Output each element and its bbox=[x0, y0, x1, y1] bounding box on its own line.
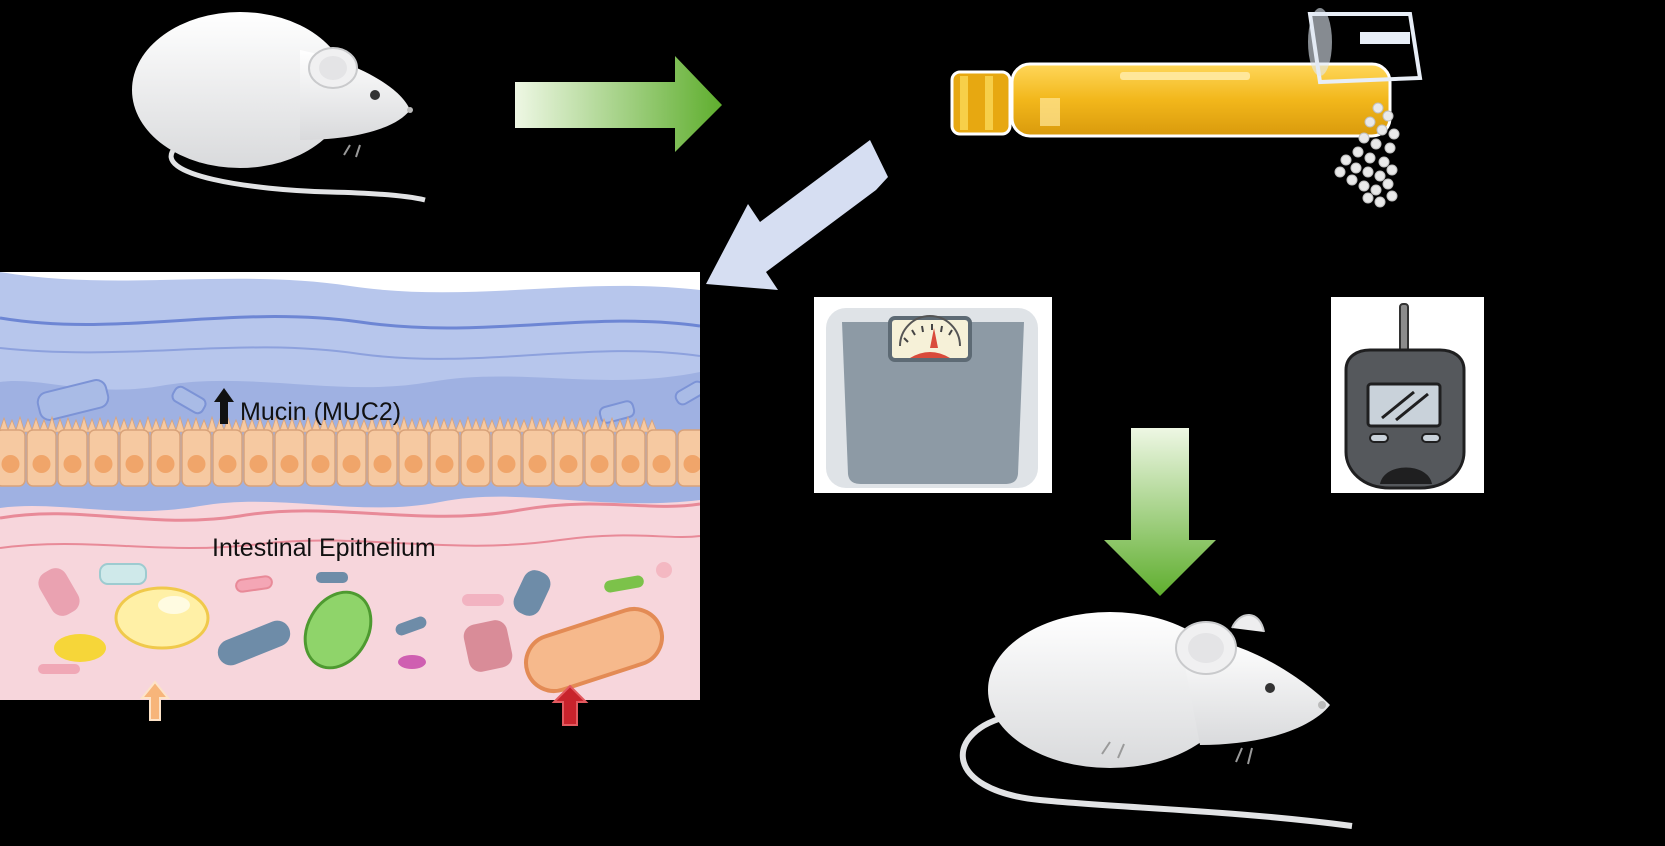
cell-nucleus bbox=[32, 455, 51, 473]
weighing-scale-icon bbox=[814, 297, 1052, 493]
cell-nucleus bbox=[404, 455, 423, 473]
intestine-panel bbox=[0, 272, 700, 700]
arrow-up-icon bbox=[214, 388, 234, 424]
cell-nucleus bbox=[621, 455, 640, 473]
cell-nucleus bbox=[187, 455, 206, 473]
glucose-meter-icon bbox=[1331, 297, 1484, 493]
cell-nucleus bbox=[652, 455, 671, 473]
cell-nucleus bbox=[528, 455, 547, 473]
mouse-icon bbox=[959, 612, 1353, 829]
cell-nucleus bbox=[590, 455, 609, 473]
cell-nucleus bbox=[218, 455, 237, 473]
bacteria-icon bbox=[38, 562, 672, 693]
cell-nucleus bbox=[63, 455, 82, 473]
epithelial-cell-row bbox=[0, 429, 700, 487]
cell-nucleus bbox=[683, 455, 700, 473]
cell-nucleus bbox=[435, 455, 454, 473]
arrow-down-icon bbox=[1104, 428, 1216, 596]
cell-nucleus bbox=[1, 455, 20, 473]
cell-nucleus bbox=[125, 455, 144, 473]
cell-nucleus bbox=[373, 455, 392, 473]
pill-bottle-icon bbox=[950, 8, 1423, 208]
arrow-down-left-icon bbox=[706, 140, 888, 290]
cell-nucleus bbox=[94, 455, 113, 473]
arrow-up-icon bbox=[551, 684, 589, 726]
cell-nucleus bbox=[280, 455, 299, 473]
arrow-right-icon bbox=[515, 56, 722, 152]
cell-nucleus bbox=[156, 455, 175, 473]
arrow-up-icon bbox=[139, 680, 171, 721]
cell-nucleus bbox=[466, 455, 485, 473]
mucin-label: Mucin (MUC2) bbox=[240, 398, 402, 426]
cell-nucleus bbox=[311, 455, 330, 473]
cell-nucleus bbox=[559, 455, 578, 473]
intestinal-epithelium-label: Intestinal Epithelium bbox=[212, 534, 436, 562]
cell-nucleus bbox=[497, 455, 516, 473]
mouse-icon bbox=[132, 12, 426, 203]
cell-nucleus bbox=[249, 455, 268, 473]
cell-nucleus bbox=[342, 455, 361, 473]
